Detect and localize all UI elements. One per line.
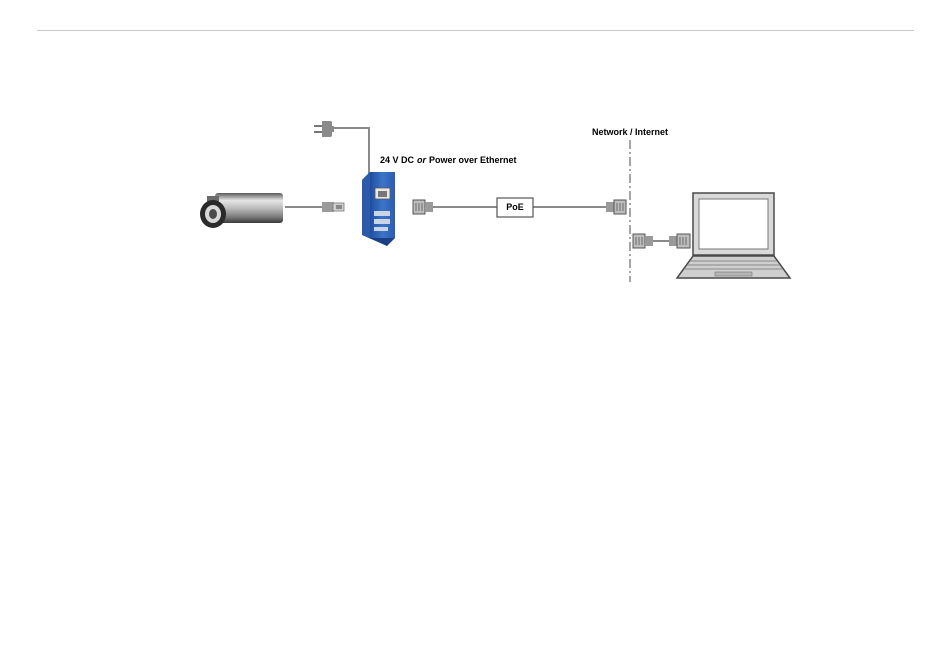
usb-plug-icon (322, 202, 344, 212)
poe-label: PoE (497, 198, 533, 217)
power-cable (332, 128, 369, 184)
usb-server-icon (362, 172, 395, 246)
power-label-dc: 24 V DC (380, 155, 414, 165)
power-label-or: or (417, 155, 426, 165)
network-label: Network / Internet (592, 127, 668, 137)
power-plug-icon (314, 121, 334, 137)
cables (285, 128, 677, 241)
thermal-camera-icon (200, 193, 283, 228)
laptop-icon (677, 193, 790, 278)
power-label-poe: Power over Ethernet (429, 155, 517, 165)
